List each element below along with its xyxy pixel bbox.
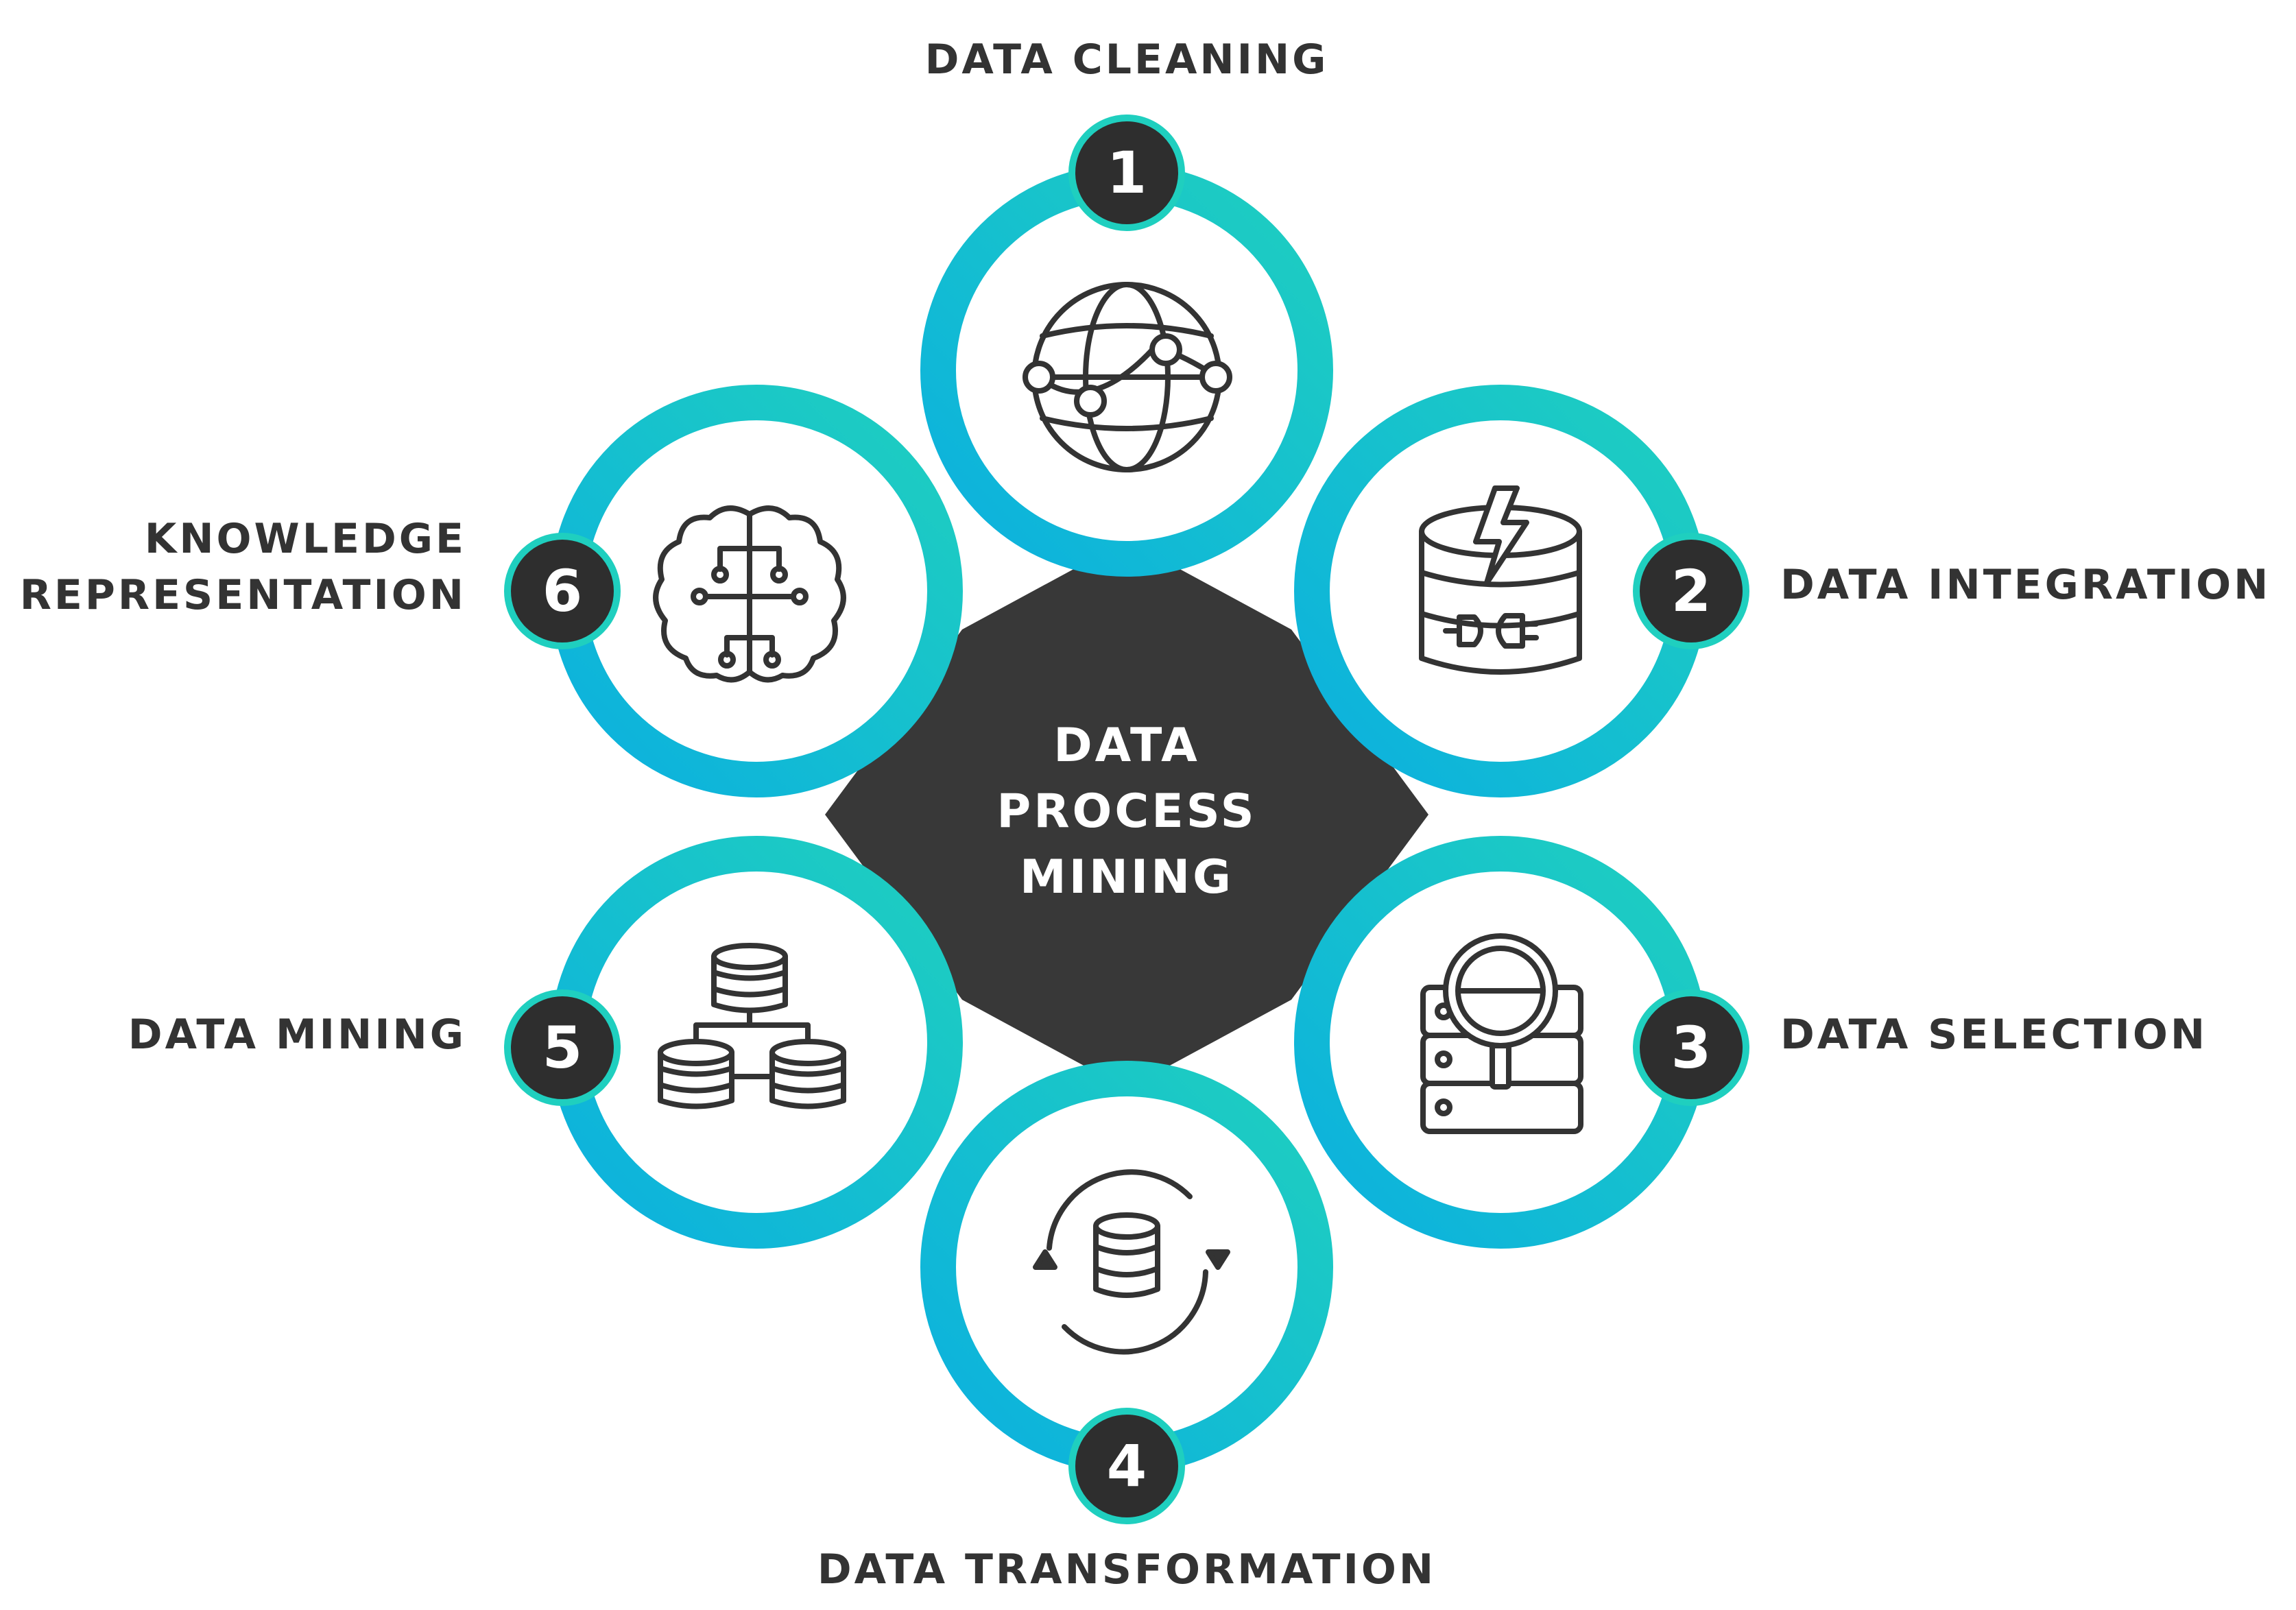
step-5-label: DATA MINING	[128, 1011, 466, 1059]
step-3-label: DATA SELECTION	[1780, 1011, 2208, 1059]
step-5-number: 5	[542, 1014, 583, 1081]
step-5-ring	[550, 836, 963, 1249]
database-power-plug-icon	[1419, 485, 1582, 675]
step-6-number: 6	[542, 557, 583, 625]
step-1-badge	[1068, 115, 1185, 231]
step-6-label-line: REPRESENTATION	[19, 571, 466, 619]
step-3-badge	[1633, 989, 1749, 1106]
step-4-number: 4	[1106, 1432, 1147, 1500]
step-4-label: DATA TRANSFORMATION	[817, 1546, 1437, 1594]
center-hexagon	[825, 540, 1428, 1089]
step-4-ring	[920, 1061, 1333, 1474]
step-6-label: KNOWLEDGE REPRESENTATION	[0, 511, 466, 623]
step-1-number: 1	[1106, 139, 1147, 206]
step-2-ring	[1294, 385, 1707, 797]
center-title-line: DATA	[1053, 719, 1200, 773]
step-2-label: DATA INTEGRATION	[1780, 561, 2271, 609]
center-title-line: PROCESS	[996, 784, 1257, 839]
step-5-badge	[504, 989, 621, 1106]
step-6-label-line: KNOWLEDGE	[144, 515, 466, 563]
step-6-ring	[550, 385, 963, 797]
step-1-label: DATA CLEANING	[924, 36, 1329, 84]
step-6-badge	[504, 533, 621, 649]
step-2-badge	[1633, 533, 1749, 649]
step-4-badge	[1068, 1408, 1185, 1524]
database-tree-icon	[658, 943, 846, 1109]
center-title-line: MINING	[1020, 850, 1234, 904]
brain-circuit-icon	[653, 505, 846, 683]
database-refresh-icon	[1033, 1169, 1230, 1355]
step-2-number: 2	[1671, 557, 1712, 625]
step-3-number: 3	[1671, 1014, 1712, 1081]
globe-network-icon	[1023, 282, 1232, 472]
center-title: DATA PROCESS MINING	[955, 713, 1298, 911]
server-magnifier-icon	[1420, 933, 1583, 1134]
